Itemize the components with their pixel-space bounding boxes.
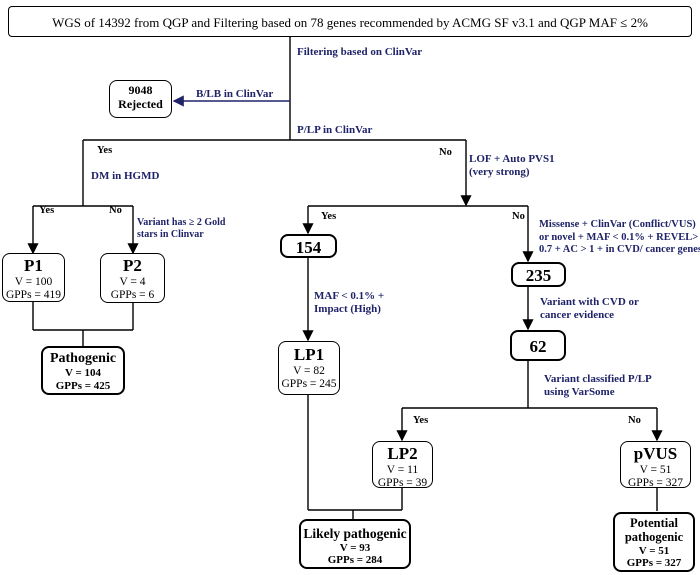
lp2-box: LP2 V = 11 GPPs = 39 — [372, 441, 433, 489]
label-plp-clinvar: P/LP in ClinVar — [297, 124, 373, 136]
no-varsome: No — [628, 415, 641, 426]
lp2-title: LP2 — [387, 444, 418, 463]
p2-title: P2 — [123, 256, 142, 275]
varsome-line1: Variant classified P/LP — [544, 373, 652, 385]
no-plp: No — [439, 147, 452, 158]
p1-box: P1 V = 100 GPPs = 419 — [2, 253, 65, 302]
lof-line2: (very strong) — [469, 166, 530, 179]
potential-pathogenic-box: Potential pathogenic V = 51 GPPs = 327 — [613, 512, 695, 572]
yes-hgmd: Yes — [39, 205, 55, 216]
p1-title: P1 — [24, 256, 43, 275]
potential-gpps: GPPs = 327 — [626, 557, 682, 570]
rejected-box: 9048 Rejected — [109, 80, 172, 118]
pathogenic-title: Pathogenic — [49, 351, 117, 366]
lp1-gpps: GPPs = 245 — [281, 377, 337, 390]
pathogenic-box: Pathogenic V = 104 GPPs = 425 — [41, 346, 125, 395]
pathogenic-gpps: GPPs = 425 — [55, 379, 111, 392]
p2-gpps: GPPs = 6 — [110, 288, 155, 301]
node-62-value: 62 — [529, 337, 547, 356]
cvd-line2: cancer evidence — [540, 309, 615, 322]
node-235-value: 235 — [525, 266, 552, 285]
label-blb-clinvar: B/LB in ClinVar — [196, 88, 274, 100]
rejected-label: Rejected — [118, 96, 163, 111]
likely-pathogenic-gpps: GPPs = 284 — [327, 554, 383, 567]
rejected-count: 9048 — [128, 83, 153, 97]
source-box: WGS of 14392 from QGP and Filtering base… — [8, 6, 692, 37]
pvus-v: V = 51 — [639, 463, 672, 476]
no-lof: No — [512, 211, 525, 222]
label-maf-impact: MAF < 0.1% + Impact (High) — [314, 290, 384, 316]
lp1-box: LP1 V = 82 GPPs = 245 — [278, 341, 340, 395]
p1-v: V = 100 — [14, 275, 53, 288]
lp1-title: LP1 — [293, 345, 325, 364]
p2-box: P2 V = 4 GPPs = 6 — [100, 253, 165, 303]
gold-stars-line2: stars in Clinvar — [137, 229, 204, 240]
potential-v: V = 51 — [638, 544, 670, 557]
label-missense: Missense + ClinVar (Conflict/VUS) or nov… — [539, 219, 700, 257]
no-hgmd: No — [109, 205, 122, 216]
missense-line1: Missense + ClinVar (Conflict/VUS) — [539, 219, 696, 230]
likely-pathogenic-box: Likely pathogenic V = 93 GPPs = 284 — [299, 519, 411, 569]
likely-pathogenic-title: Likely pathogenic — [303, 526, 407, 541]
lp1-v: V = 82 — [293, 364, 325, 377]
cvd-line1: Variant with CVD or — [540, 296, 639, 308]
p1-gpps: GPPs = 419 — [5, 288, 62, 301]
potential-title-line2: pathogenic — [624, 530, 684, 545]
pvus-gpps: GPPs = 327 — [627, 476, 684, 489]
node-154-value: 154 — [295, 238, 322, 257]
pathogenic-v: V = 104 — [64, 367, 101, 380]
lof-line1: LOF + Auto PVS1 — [469, 153, 555, 165]
node-154: 154 — [280, 234, 337, 258]
lp2-gpps: GPPs = 39 — [377, 476, 428, 489]
label-varsome: Variant classified P/LP using VarSome — [544, 373, 652, 399]
gold-stars-line1: Variant has ≥ 2 Gold — [137, 217, 226, 228]
label-lof: LOF + Auto PVS1 (very strong) — [469, 153, 555, 179]
source-text: WGS of 14392 from QGP and Filtering base… — [52, 15, 648, 30]
maf-line1: MAF < 0.1% + — [314, 290, 385, 302]
missense-line2: or novel + MAF < 0.1% + REVEL> — [539, 231, 699, 243]
label-dm-hgmd: DM in HGMD — [91, 170, 160, 182]
label-gold-stars: Variant has ≥ 2 Gold stars in Clinvar — [137, 217, 225, 241]
likely-pathogenic-v: V = 93 — [339, 541, 371, 554]
lp2-v: V = 11 — [386, 463, 419, 476]
missense-line3: 0.7 + AC > 1 + in CVD/ cancer genes — [539, 244, 700, 256]
yes-plp: Yes — [97, 145, 113, 156]
pvus-title: pVUS — [633, 444, 678, 463]
potential-title-line1: Potential — [630, 516, 678, 530]
varsome-line2: using VarSome — [544, 386, 615, 399]
node-235: 235 — [511, 262, 566, 287]
p2-v: V = 4 — [119, 275, 146, 288]
maf-line2: Impact (High) — [314, 303, 381, 316]
label-filter-clinvar: Filtering based on ClinVar — [297, 46, 423, 58]
yes-varsome: Yes — [413, 415, 429, 426]
yes-lof: Yes — [321, 211, 337, 222]
pvus-box: pVUS V = 51 GPPs = 327 — [620, 441, 691, 489]
node-62: 62 — [510, 330, 566, 361]
label-cvd-evidence: Variant with CVD or cancer evidence — [540, 296, 639, 322]
